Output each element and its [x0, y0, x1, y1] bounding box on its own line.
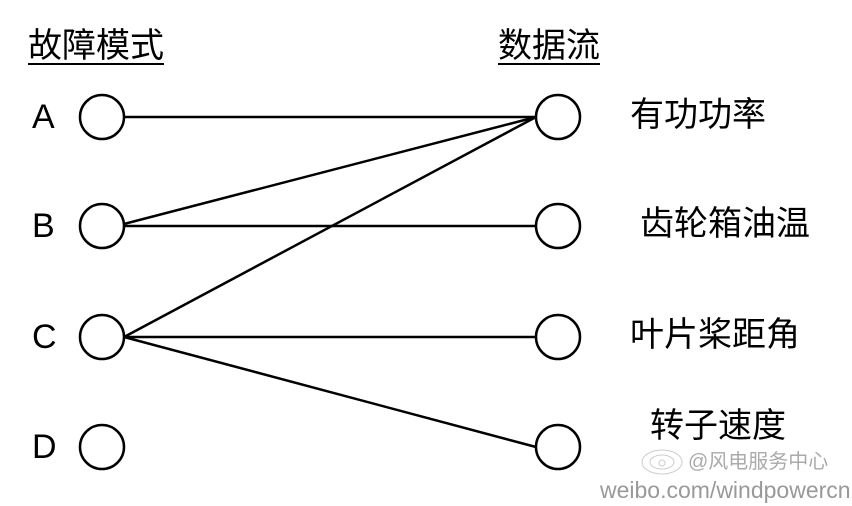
fault-label-b: B — [32, 207, 55, 245]
fault-label-c: C — [32, 318, 57, 356]
stream-label-active-power: 有功功率 — [630, 95, 766, 135]
stream-label-rotor-speed: 转子速度 — [650, 406, 786, 446]
data-streams-header: 数据流 — [498, 26, 600, 66]
node-c — [78, 313, 126, 361]
fault-label-a: A — [32, 98, 55, 136]
node-d — [78, 423, 126, 471]
node-gearbox-oil-temp — [534, 202, 582, 250]
fault-label-d: D — [32, 428, 57, 466]
node-rotor-speed — [534, 423, 582, 471]
stream-label-gearbox-oil-temp: 齿轮箱油温 — [640, 204, 810, 244]
weibo-logo-icon — [641, 449, 683, 475]
watermark-account: @风电服务中心 — [688, 451, 829, 473]
edge-c-1 — [123, 115, 537, 339]
fault-modes-header: 故障模式 — [28, 26, 164, 66]
watermark-url: weibo.com/windpowercn — [600, 477, 851, 503]
stream-label-blade-pitch: 叶片桨距角 — [630, 315, 800, 355]
node-blade-pitch — [534, 313, 582, 361]
edge-c-4 — [123, 335, 537, 449]
node-b — [78, 202, 126, 250]
node-a — [78, 93, 126, 141]
edge-b-1 — [123, 115, 537, 226]
node-active-power — [534, 93, 582, 141]
